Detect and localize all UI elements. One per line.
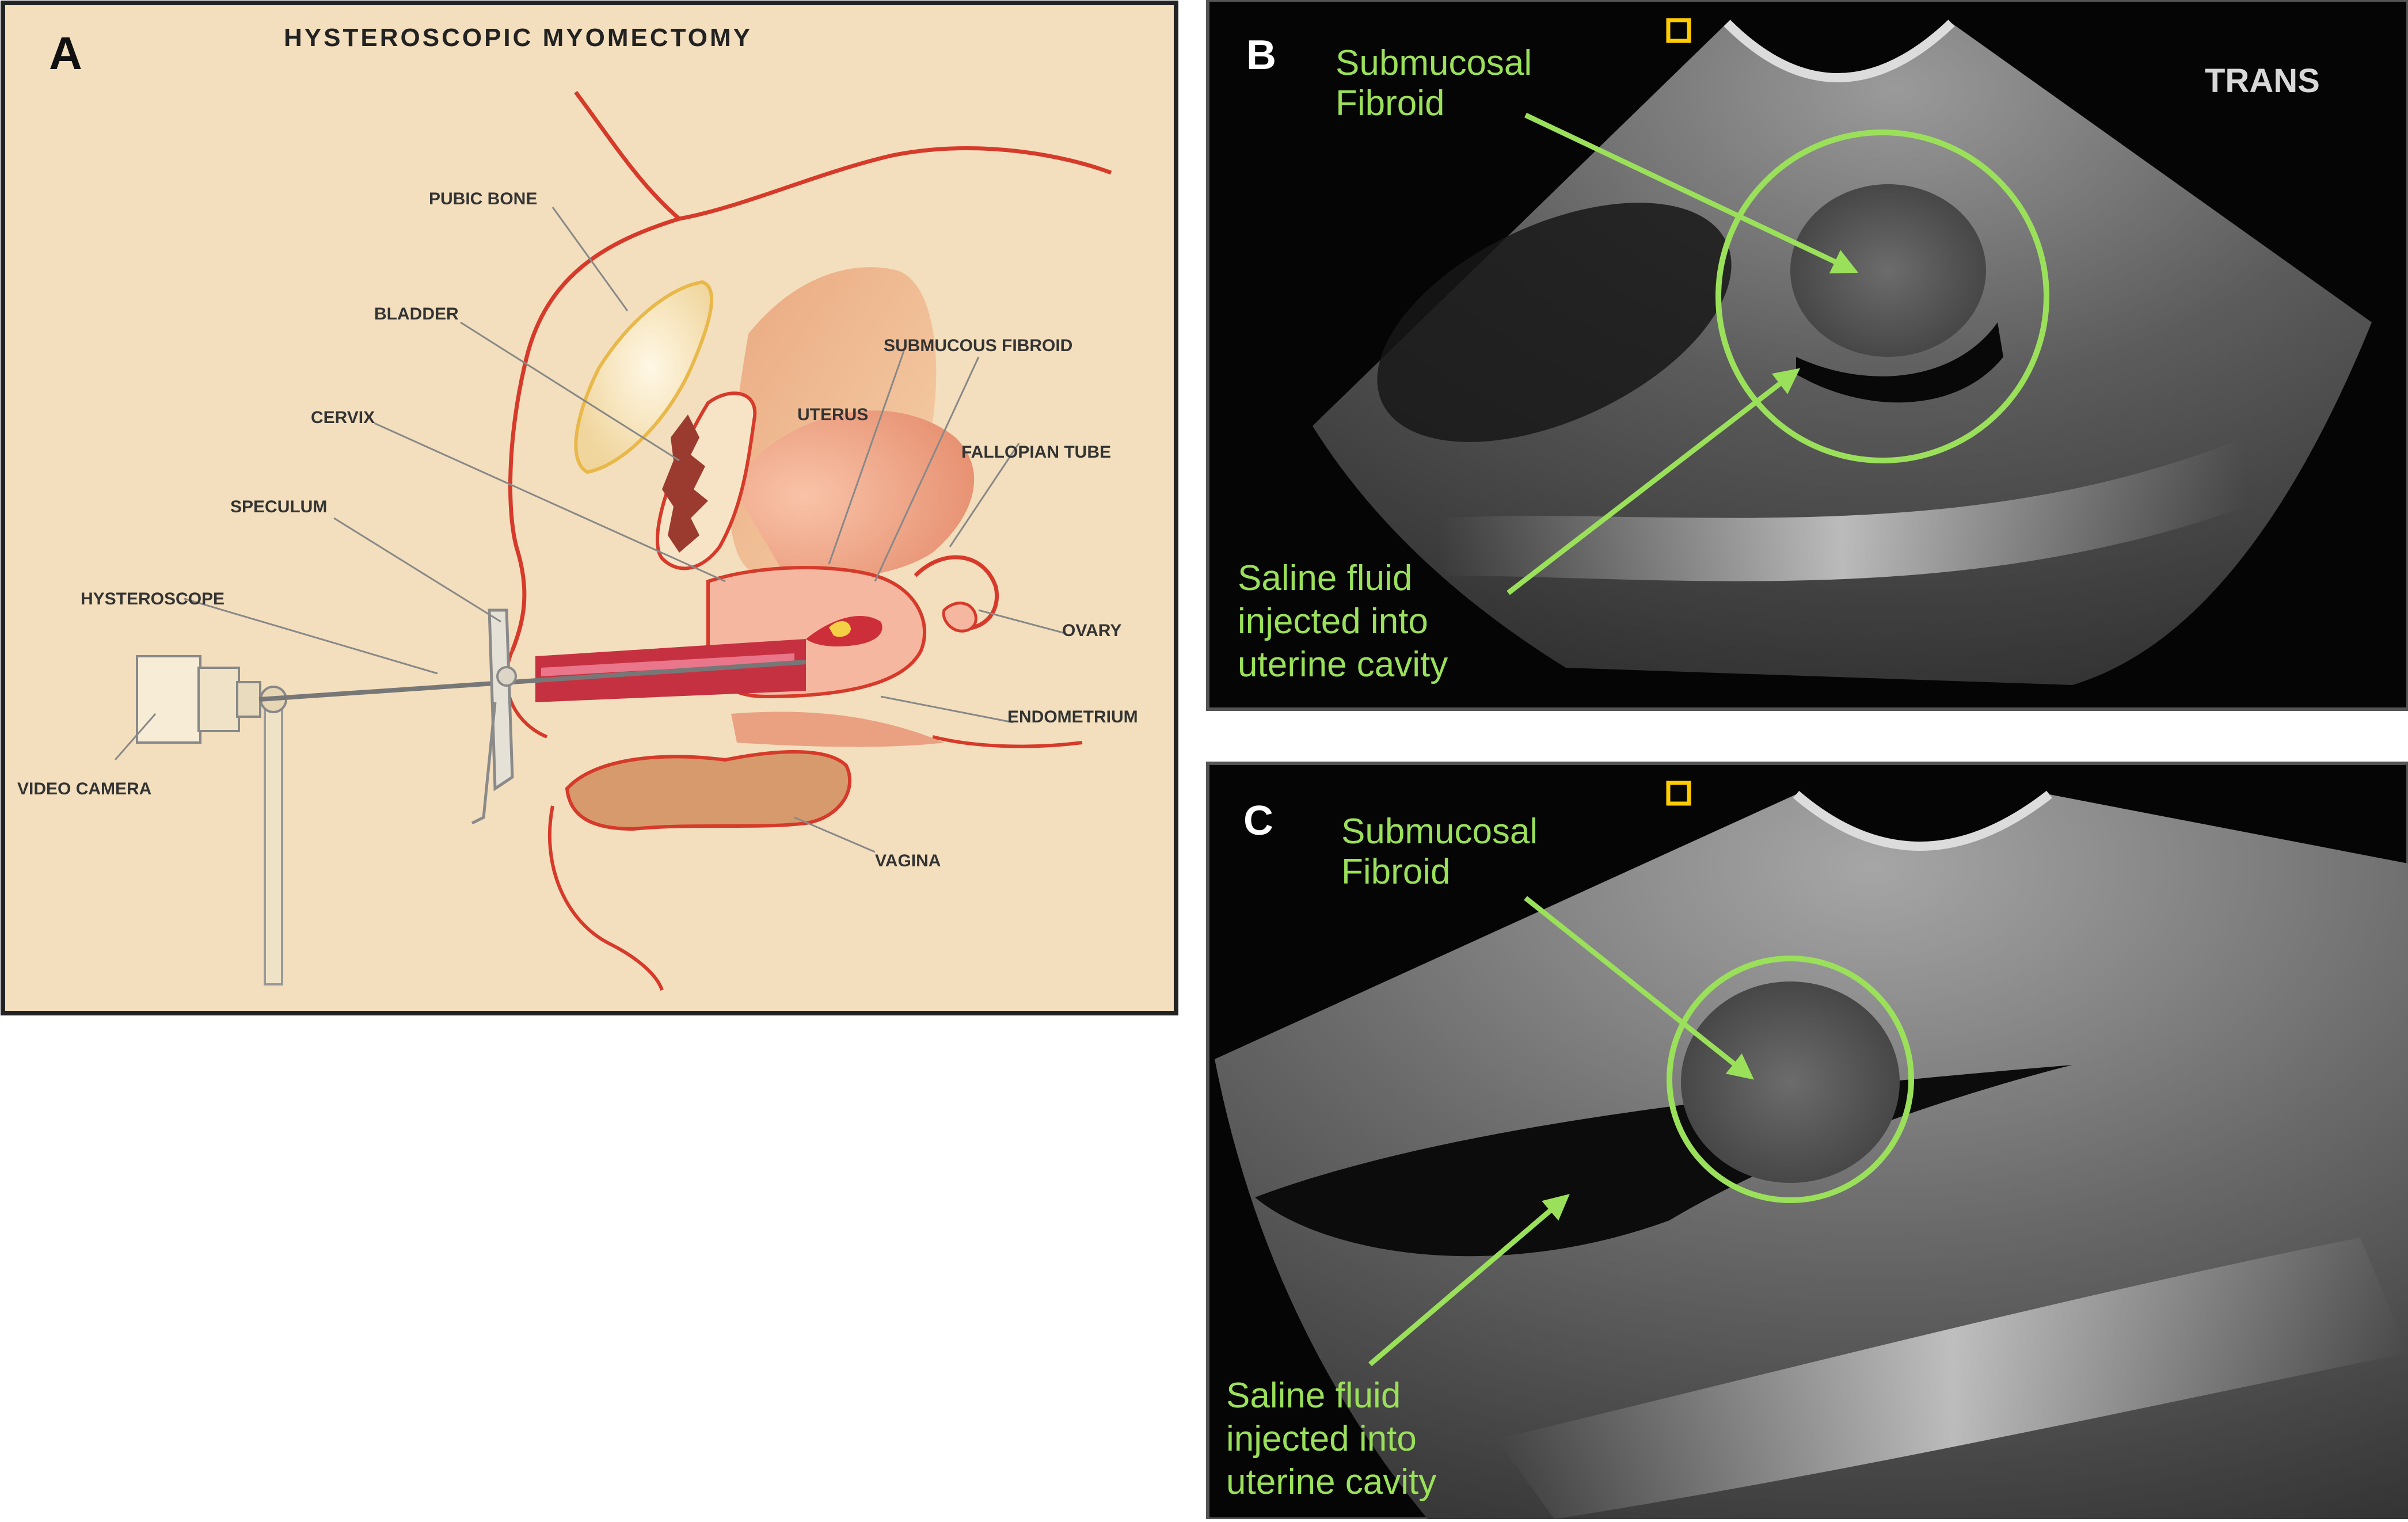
camera-stand	[264, 695, 283, 986]
panel-c-saline-label-line3: uterine cavity	[1226, 1462, 1436, 1502]
panel-a-letter: A	[49, 28, 82, 79]
fallopian-tube	[914, 555, 999, 631]
panel-c-letter: C	[1243, 798, 1273, 844]
speculum	[488, 608, 514, 792]
panel-a-title: HYSTEROSCOPIC MYOMECTOMY	[284, 24, 752, 52]
posterior-wall-outline	[932, 735, 1083, 748]
pubic-bone	[574, 280, 714, 474]
panel-a: A HYSTEROSCOPIC MYOMECTOMY	[1, 1, 1178, 1015]
panel-b-dark-region	[1377, 203, 1732, 442]
panel-b-probe-arc	[1724, 20, 1955, 82]
panel-c-fibroid-label-line1: Submucosal	[1341, 812, 1538, 851]
panel-c-probe-arc	[1793, 790, 2052, 851]
panel-b-saline-label-line3: uterine cavity	[1238, 645, 1448, 684]
video-camera	[136, 655, 201, 744]
panel-b-letter: B	[1246, 32, 1276, 78]
panel-c-saline-label-line2: injected into	[1226, 1419, 1417, 1459]
panel-c-probe-marker	[1666, 781, 1691, 806]
abdominal-wall-outline	[574, 90, 1112, 221]
speculum-handle	[471, 702, 497, 825]
panel-b-orientation: TRANS	[2205, 62, 2320, 100]
label-video-camera: VIDEO CAMERA	[17, 779, 151, 798]
panel-b-saline-label-line2: injected into	[1238, 602, 1428, 641]
label-submucous-fibroid: SUBMUCOUS FIBROID	[884, 336, 1072, 355]
pubic-outline	[508, 216, 680, 652]
speculum-screw	[496, 666, 517, 687]
speculum-group	[471, 608, 517, 825]
panel-b: B TRANS Submucosal Fibroid Saline fluid …	[1206, 0, 2408, 711]
label-ovary: OVARY	[1062, 621, 1121, 640]
vaginal-canal-highlight	[541, 653, 794, 676]
vagina	[565, 750, 852, 831]
panel-c-saline-arrow	[1368, 1194, 1570, 1367]
endometrium-wall	[731, 711, 944, 747]
panel-c-fibroid-arrow	[1524, 896, 1755, 1080]
ovary	[942, 602, 977, 633]
hysteroscope	[258, 660, 807, 702]
leader-lines	[114, 207, 1066, 853]
panel-b-saline-arrow	[1507, 368, 1801, 595]
label-vagina: VAGINA	[875, 851, 941, 870]
perineum-outline	[547, 805, 664, 991]
panel-c-fibroid-circle	[1667, 956, 1914, 1203]
panel-c: C Submucosal Fibroid Saline fluid inject…	[1206, 762, 2408, 1521]
panel-b-bright-band	[1439, 437, 2245, 581]
panel-c-saline-label-line1: Saline fluid	[1226, 1376, 1401, 1416]
camera-coupler	[197, 667, 240, 732]
panel-b-fibroid-arrow	[1524, 112, 1859, 273]
label-uterus: UTERUS	[797, 405, 868, 424]
fibroid-in-cavity	[829, 621, 851, 637]
panel-b-fibroid-label-line2: Fibroid	[1336, 83, 1445, 123]
camera-mount	[236, 681, 261, 718]
panel-c-bright-band	[1497, 1238, 2408, 1519]
panel-b-saline-fluid	[1796, 322, 2003, 403]
panel-a-background	[1, 1, 1178, 1015]
label-fallopian-tube: FALLOPIAN TUBE	[961, 443, 1111, 462]
panel-c-fibroid-echo	[1681, 981, 1900, 1183]
panel-b-fibroid-echo	[1790, 184, 1986, 357]
label-hysteroscope: HYSTEROSCOPE	[81, 589, 225, 608]
panel-b-fibroid-label-line1: Submucosal	[1336, 43, 1532, 83]
panel-b-probe-marker	[1666, 18, 1691, 43]
label-cervix: CERVIX	[311, 408, 375, 427]
panel-b-saline-label-line1: Saline fluid	[1238, 558, 1412, 598]
submucous-fibroid-shape	[662, 414, 708, 553]
label-pubic-bone: PUBIC BONE	[429, 189, 537, 208]
label-speculum: SPECULUM	[230, 497, 327, 516]
panel-b-fibroid-circle	[1715, 130, 2049, 463]
panel-c-fibroid-label-line2: Fibroid	[1341, 852, 1451, 892]
label-endometrium: ENDOMETRIUM	[1007, 707, 1138, 726]
label-bladder: BLADDER	[374, 305, 459, 324]
